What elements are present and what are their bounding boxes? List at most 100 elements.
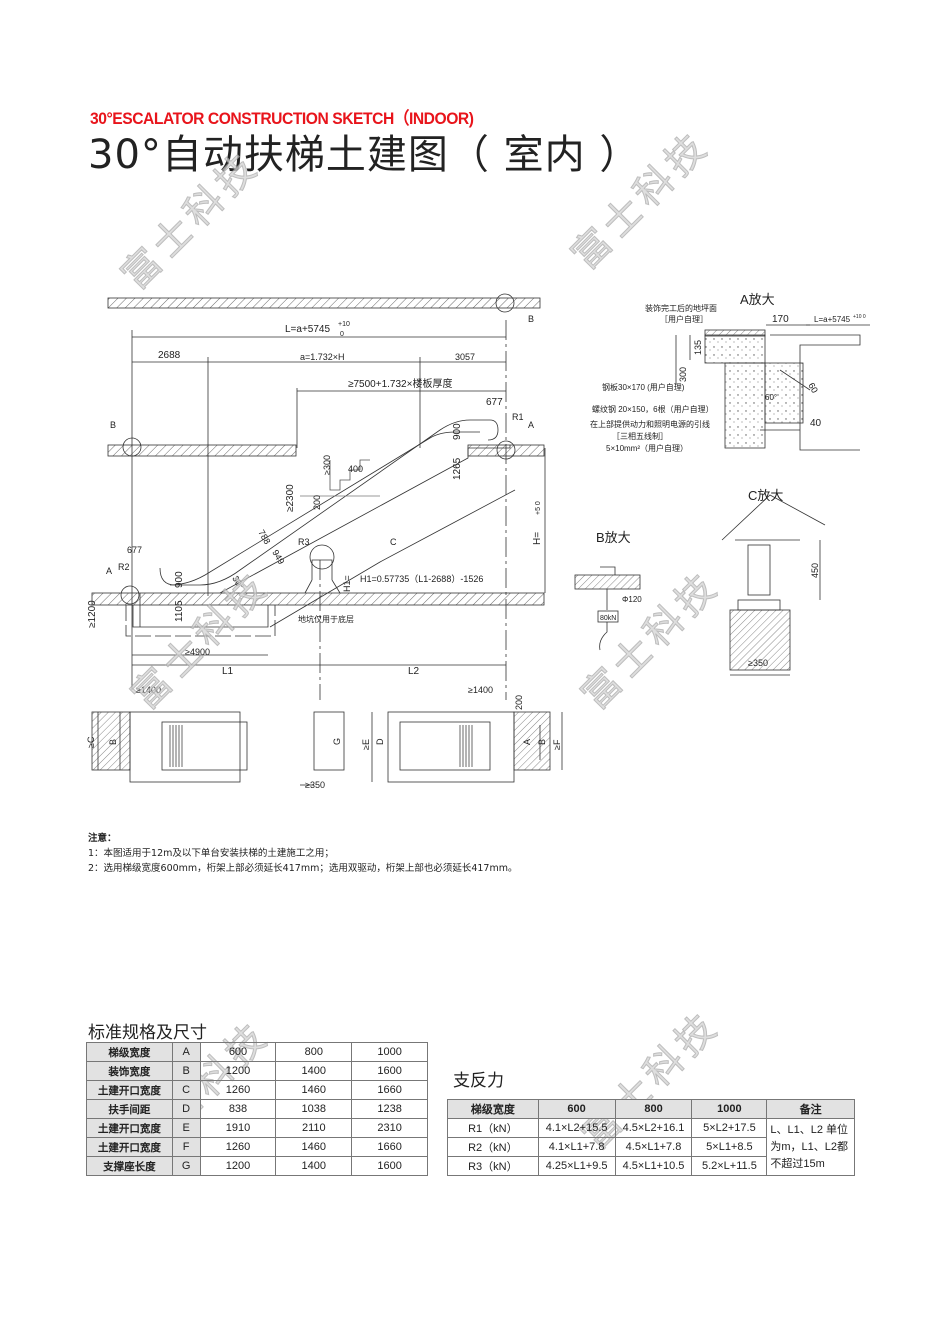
spec-value: 800 [275, 1042, 353, 1062]
notes-heading: 注意： [88, 833, 117, 844]
reaction-label: R2（kN） [447, 1137, 539, 1157]
detail-a-40: 40 [810, 418, 822, 429]
detail-b-load: 80kN [600, 615, 616, 622]
label-B-top: B [528, 314, 534, 324]
detail-a-circle-bottom [120, 585, 140, 605]
detail-b-120: Φ120 [622, 595, 642, 604]
plan-G: G [332, 738, 342, 745]
dim-30deg: 30° [230, 574, 246, 591]
dim-788: 788 [256, 528, 272, 546]
detail-a-170: 170 [772, 314, 789, 325]
reaction-header: 备注 [766, 1099, 855, 1119]
spec-key: F [171, 1137, 201, 1157]
reaction-formula: 5×L2+17.5 [691, 1118, 768, 1138]
reaction-table-title: 支反力 [453, 1071, 504, 1091]
dim-400: 400 [348, 464, 363, 474]
spec-value: 1660 [351, 1080, 428, 1100]
dim-min-length: ≥7500+1.732×楼板厚度 [348, 377, 452, 390]
detail-c-350: ≥350 [748, 658, 768, 668]
dim-L-tol-lower: 0 [340, 331, 344, 338]
plan-E: ≥E [361, 739, 371, 750]
detail-a-title: A放大 [740, 292, 775, 307]
note-item: 1：本图适用于12m及以下单台安装扶梯的土建施工之用； [88, 848, 334, 859]
dim-H-tol: +5 0 [535, 501, 542, 515]
reaction-formula: 4.5×L2+16.1 [614, 1118, 693, 1138]
label-A-bottom: A [106, 566, 112, 576]
spec-key: G [171, 1156, 201, 1176]
detail-a-power-note-3: 5×10mm²（用户自理） [606, 443, 688, 453]
detail-a-135: 135 [693, 340, 703, 355]
truss-bottom [219, 445, 511, 594]
plan-200: 200 [514, 695, 524, 710]
label-C: C [390, 537, 397, 547]
spec-label: 支撑座长度 [86, 1156, 173, 1176]
detail-a-60deg: 60° [765, 393, 777, 402]
spec-value: 1200 [199, 1061, 277, 1081]
dim-H: H= [532, 532, 543, 545]
dim-L-tol-upper: +10 [338, 321, 350, 328]
label-R1: R1 [512, 412, 524, 422]
reaction-formula: 4.5×L1+10.5 [614, 1156, 693, 1176]
plan-B-right: B [537, 739, 547, 745]
spec-value: 600 [199, 1042, 277, 1062]
reaction-label: R3（kN） [447, 1156, 539, 1176]
dim-L-total: L=a+5745 [285, 324, 330, 335]
spec-label: 梯级宽度 [86, 1042, 173, 1062]
dim-1105: 1105 [174, 600, 185, 622]
plan-B-left: B [108, 739, 118, 745]
reaction-formula: 4.5×L1+7.8 [614, 1137, 693, 1157]
plan-A: A [522, 739, 532, 745]
title-chinese: 30°自动扶梯土建图（ 室内 ） [88, 132, 641, 178]
detail-c-circle [309, 544, 335, 570]
label-R3: R3 [298, 537, 310, 547]
spec-value: 1600 [351, 1061, 428, 1081]
plan-right-opening [513, 711, 551, 771]
pit-note: 地坑仅用于底层 [298, 614, 354, 624]
spec-label: 装饰宽度 [86, 1061, 173, 1081]
spec-label: 土建开口宽度 [86, 1080, 173, 1100]
dim-1265: 1265 [452, 457, 463, 480]
plan-C: ≥C [86, 736, 96, 748]
spec-label: 土建开口宽度 [86, 1118, 173, 1138]
spec-value: 1260 [199, 1137, 277, 1157]
reaction-header: 1000 [691, 1099, 768, 1119]
dim-949: 949 [270, 548, 286, 566]
spec-value: 1000 [351, 1042, 428, 1062]
detail-a-rebar-note: 螺纹钢 20×150，6根（用户自理） [592, 404, 714, 414]
spec-value: 1038 [275, 1099, 353, 1119]
upper-floor-slab-left [107, 444, 297, 457]
spec-value: 1400 [275, 1061, 353, 1081]
dim-L1: L1 [222, 666, 234, 677]
dim-3057: 3057 [455, 352, 475, 362]
spec-key: E [171, 1118, 201, 1138]
notes: 注意： 1：本图适用于12m及以下单台安装扶梯的土建施工之用； 2：选用梯级宽度… [88, 831, 517, 876]
dim-4900: ≥4900 [185, 647, 210, 657]
dim-H1: H1= [342, 575, 352, 592]
label-B-left: B [110, 420, 116, 430]
detail-a-L-tol: +10 0 [853, 314, 866, 320]
spec-value: 1460 [275, 1137, 353, 1157]
spec-key: C [171, 1080, 201, 1100]
reaction-formula: 5.2×L+11.5 [691, 1156, 768, 1176]
plan-D: D [375, 738, 385, 745]
plan-support [313, 711, 345, 771]
note-item: 2：选用梯级宽度600mm，桁架上部必须延长417mm；选用双驱动，桁架上部也必… [88, 863, 518, 874]
spec-value: 2110 [275, 1118, 353, 1138]
formula-H1: H1=0.57735（L1-2688）-1526 [360, 574, 483, 584]
spec-value: 1910 [199, 1118, 277, 1138]
detail-a-power-note: 在上部提供动力和照明电源的引线 [590, 419, 710, 429]
spec-value: 1238 [351, 1099, 428, 1119]
spec-value: 838 [199, 1099, 277, 1119]
plan-right [387, 711, 515, 783]
dim-a: a=1.732×H [300, 352, 345, 362]
reaction-header: 梯级宽度 [447, 1099, 539, 1119]
plan-F: ≥F [552, 739, 562, 750]
